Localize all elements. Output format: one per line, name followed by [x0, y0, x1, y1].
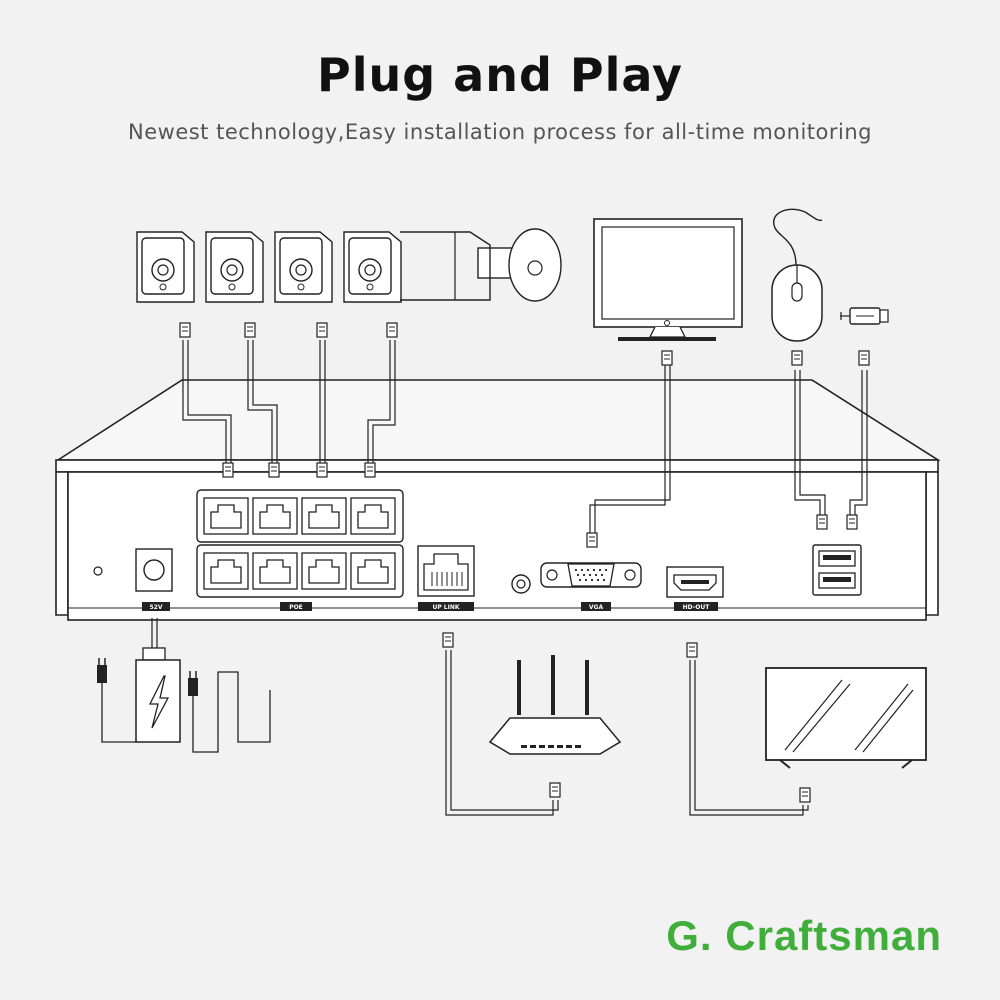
usb-stick-icon [840, 307, 889, 325]
brand-logo: G. Craftsman [666, 912, 942, 959]
page-title: Plug and Play [317, 48, 683, 102]
vga-port [540, 562, 642, 588]
label-uplink: UP LINK [432, 604, 459, 611]
label-hdout: HD-OUT [683, 604, 711, 611]
camera-group [136, 228, 562, 303]
nvr-recorder: 52V POE UP LINK VGA HD-OUT [55, 379, 941, 621]
monitor [593, 218, 743, 341]
mouse-icon [771, 208, 823, 342]
camera-3 [274, 231, 333, 303]
label-poe: POE [289, 604, 303, 611]
camera-4 [343, 231, 402, 303]
hdmi-port [666, 566, 724, 598]
label-power: 52V [150, 604, 163, 611]
cables [151, 340, 868, 816]
reset-hole [93, 566, 103, 576]
usb-ports [812, 544, 862, 596]
uplink-port [417, 545, 475, 597]
television [765, 667, 927, 769]
camera-1 [136, 231, 195, 303]
camera-bracket [477, 228, 562, 302]
page-subtitle: Newest technology,Easy installation proc… [128, 120, 872, 144]
power-adapter [97, 647, 271, 753]
camera-2 [205, 231, 264, 303]
router [488, 655, 622, 755]
poe-port-block [196, 489, 404, 598]
label-vga: VGA [589, 604, 604, 611]
